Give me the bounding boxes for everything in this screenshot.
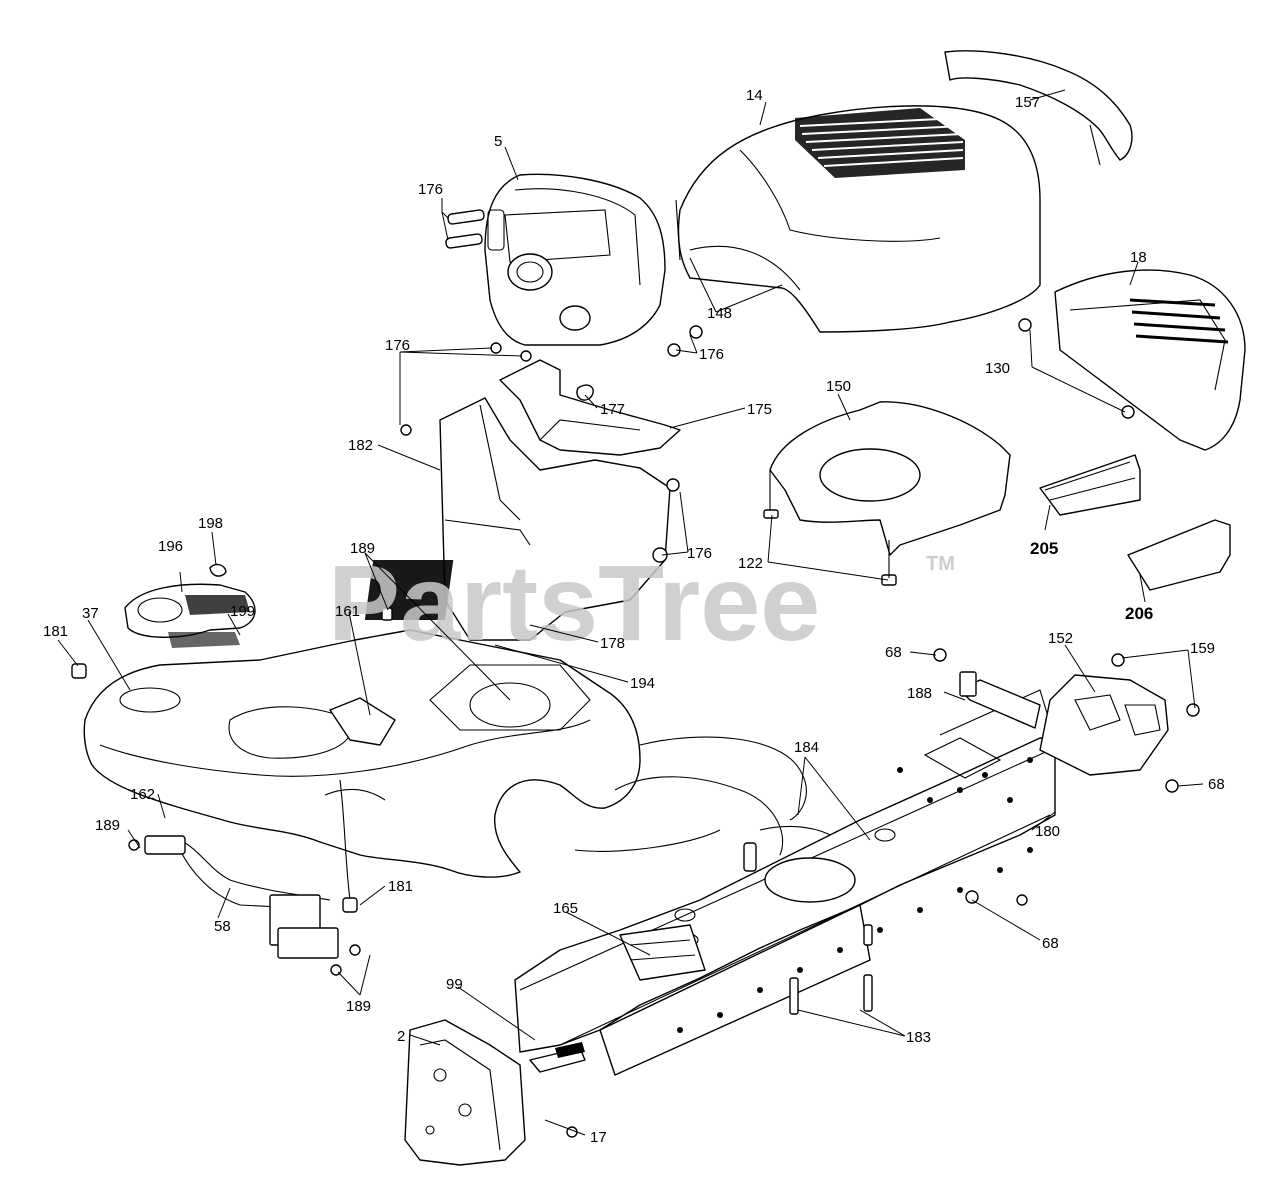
- callout-159: 159: [1190, 640, 1215, 657]
- callout-178: 178: [600, 635, 625, 652]
- callout-157: 157: [1015, 94, 1040, 111]
- part-connectors-181: [71, 663, 358, 913]
- callout-196: 196: [158, 538, 183, 555]
- part-panel-206: [1127, 519, 1231, 591]
- callout-183: 183: [906, 1029, 931, 1046]
- callout-150: 150: [826, 378, 851, 395]
- callout-14: 14: [746, 87, 763, 104]
- callout-188: 188: [907, 685, 932, 702]
- callout-68: 68: [885, 644, 902, 661]
- callout-189: 189: [346, 998, 371, 1015]
- hood-vents: [795, 108, 965, 178]
- callout-17: 17: [590, 1129, 607, 1146]
- part-hood: [675, 105, 1041, 333]
- frame-holes: [677, 757, 1033, 1033]
- watermark-tm: TM: [926, 553, 955, 575]
- part-bolts-183: [789, 924, 873, 1015]
- part-shroud-150: [763, 401, 1011, 586]
- part-screws-176: [400, 209, 703, 436]
- part-panel-205: [1039, 454, 1141, 516]
- callout-labels: 14 157 5 176 148 176 18 130 176 177 175 …: [43, 87, 1225, 1146]
- callout-198: 198: [198, 515, 223, 532]
- callout-99: 99: [446, 976, 463, 993]
- callout-205: 205: [1030, 539, 1058, 558]
- part-fender-37: [83, 629, 641, 878]
- callout-181: 181: [388, 878, 413, 895]
- callout-68: 68: [1042, 935, 1059, 952]
- callout-184: 184: [794, 739, 819, 756]
- callout-177: 177: [600, 401, 625, 418]
- callout-176: 176: [699, 346, 724, 363]
- callout-152: 152: [1048, 630, 1073, 647]
- callout-199: 199: [230, 603, 255, 620]
- part-fuel-cover-196: [124, 563, 256, 648]
- part-rear-bracket-152: [933, 648, 1200, 906]
- callout-148: 148: [707, 305, 732, 322]
- callout-5: 5: [494, 133, 502, 150]
- part-grille-strip: [944, 50, 1133, 166]
- callout-175: 175: [747, 401, 772, 418]
- callout-194: 194: [630, 675, 655, 692]
- callout-18: 18: [1130, 249, 1147, 266]
- callout-37: 37: [82, 605, 99, 622]
- part-frame-180: [514, 689, 1056, 1076]
- watermark: PartsTree TM: [328, 542, 955, 663]
- callout-162: 162: [130, 786, 155, 803]
- grille-slots: [1129, 298, 1229, 344]
- part-bracket-175: [499, 359, 681, 456]
- callout-180: 180: [1035, 823, 1060, 840]
- callout-58: 58: [214, 918, 231, 935]
- callout-130: 130: [985, 360, 1010, 377]
- callout-181: 181: [43, 623, 68, 640]
- callout-2: 2: [397, 1028, 405, 1045]
- callout-182: 182: [348, 437, 373, 454]
- callout-68: 68: [1208, 776, 1225, 793]
- watermark-text: PartsTree: [328, 542, 820, 663]
- callout-189: 189: [95, 817, 120, 834]
- part-dashboard: [484, 173, 666, 346]
- callout-189: 189: [350, 540, 375, 557]
- part-front-grille-18: [1018, 269, 1246, 451]
- callout-176: 176: [418, 181, 443, 198]
- callout-161: 161: [335, 603, 360, 620]
- callout-165: 165: [553, 900, 578, 917]
- callout-206: 206: [1125, 604, 1153, 623]
- leader-lines: [57, 89, 1204, 1136]
- callout-176: 176: [687, 545, 712, 562]
- callout-176: 176: [385, 337, 410, 354]
- part-pins-189: [128, 607, 393, 976]
- callout-122: 122: [738, 555, 763, 572]
